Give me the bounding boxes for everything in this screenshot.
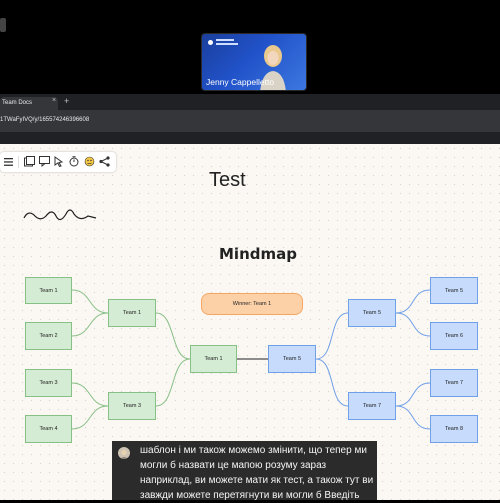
cursor-icon[interactable]	[53, 155, 65, 168]
participant-video[interactable]: Jenny Cappelletto	[201, 33, 307, 91]
node-left-mid[interactable]: Team 3	[108, 392, 156, 420]
sticky-note-icon[interactable]	[23, 155, 35, 168]
node-right-outer[interactable]: Team 5	[430, 277, 478, 304]
mindmap-title[interactable]: Mindmap	[219, 245, 297, 263]
speaker-avatar	[118, 447, 130, 459]
node-right-outer[interactable]: Team 7	[430, 369, 478, 397]
url-text: 1TWaFyIVQ/y/165574246396608	[0, 117, 90, 123]
toolbar-divider	[18, 156, 19, 168]
caption-text: шаблон і ми також можемо змінити, що теп…	[140, 445, 374, 501]
presentation-logo-icon	[208, 39, 238, 47]
call-area: Jenny Cappelletto	[0, 0, 500, 94]
node-left-outer[interactable]: Team 3	[25, 369, 72, 397]
live-caption-panel: шаблон і ми також можемо змінити, що теп…	[112, 441, 377, 501]
freehand-scribble	[23, 209, 97, 221]
browser-bookmark-strip	[0, 132, 500, 144]
browser-tab-bar: Team Docs	[0, 94, 500, 110]
winner-node[interactable]: Winner: Team 1	[201, 293, 303, 315]
whiteboard-canvas[interactable]	[0, 144, 500, 500]
window-edge-icon	[0, 18, 6, 32]
participant-name: Jenny Cappelletto	[206, 77, 275, 87]
node-right-mid[interactable]: Team 5	[348, 299, 396, 327]
node-left-outer[interactable]: Team 2	[25, 322, 72, 350]
browser-tab[interactable]: Team Docs	[0, 97, 58, 110]
share-icon[interactable]	[98, 155, 110, 168]
node-right-outer[interactable]: Team 8	[430, 415, 478, 443]
new-tab-icon[interactable]: +	[64, 96, 70, 106]
address-bar[interactable]: 1TWaFyIVQ/y/165574246396608	[0, 110, 500, 132]
board-title[interactable]: Test	[209, 169, 246, 191]
node-left-outer[interactable]: Team 1	[25, 277, 72, 304]
node-right-outer[interactable]: Team 6	[430, 322, 478, 350]
tab-close-icon[interactable]: ×	[52, 97, 57, 104]
node-center-left[interactable]: Team 1	[190, 345, 237, 373]
node-left-outer[interactable]: Team 4	[25, 415, 72, 443]
node-left-mid[interactable]: Team 1	[108, 299, 156, 327]
node-right-mid[interactable]: Team 7	[348, 392, 396, 420]
timer-icon[interactable]	[68, 155, 80, 168]
comment-icon[interactable]	[38, 155, 50, 168]
whiteboard-toolbar	[0, 152, 116, 172]
participant-figure	[260, 45, 286, 90]
menu-icon[interactable]	[2, 155, 14, 168]
reaction-icon[interactable]	[83, 155, 95, 168]
node-center-right[interactable]: Team 5	[268, 345, 316, 373]
